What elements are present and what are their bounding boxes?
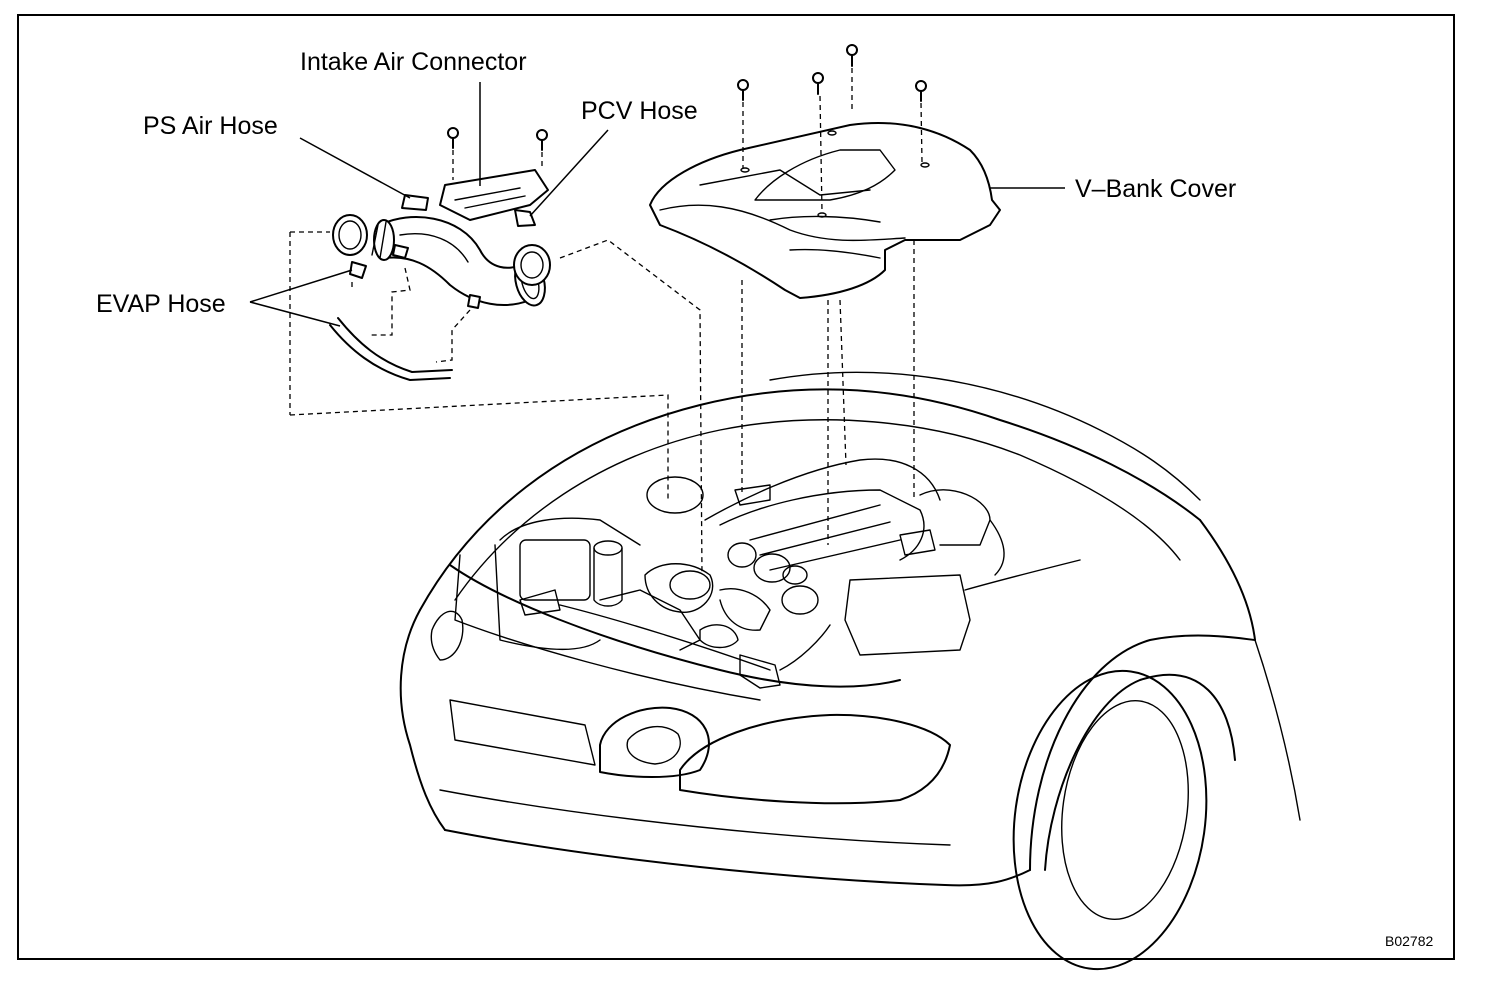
v-bank-alignment-lines: [741, 240, 915, 545]
figure-code: B02782: [1385, 933, 1434, 949]
diagram-frame: [17, 14, 1455, 960]
v-bank-cover-part: [649, 122, 1001, 299]
label-evap-hose: EVAP Hose: [96, 290, 226, 318]
intake-alignment-lines: [289, 231, 703, 576]
label-v-bank-cover: V–Bank Cover: [1075, 175, 1237, 203]
leader-pcv-hose: [529, 129, 609, 217]
leader-evap-hose-upper: [249, 269, 353, 303]
leader-evap-hose-lower: [249, 301, 341, 327]
engine-bay: [494, 458, 1081, 689]
car-body: [399, 371, 1301, 971]
leader-ps-air-hose: [299, 137, 411, 199]
label-pcv-hose: PCV Hose: [581, 97, 698, 125]
label-intake-air-connector: Intake Air Connector: [300, 48, 527, 76]
v-bank-bolts: [737, 44, 927, 213]
leader-lines: [249, 82, 1065, 327]
intake-air-connector-part: [329, 127, 551, 381]
label-ps-air-hose: PS Air Hose: [143, 112, 278, 140]
